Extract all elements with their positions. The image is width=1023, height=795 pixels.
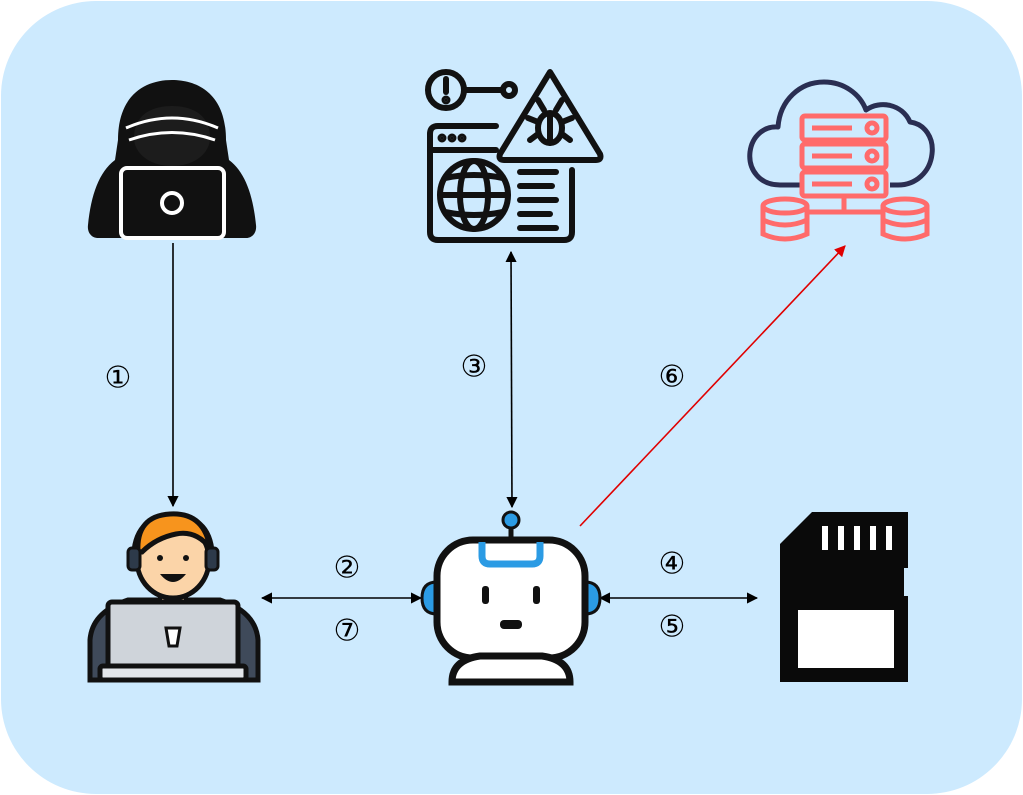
robot-agent-icon — [420, 510, 602, 686]
step-label-1: ① — [105, 361, 132, 396]
hooded-hacker-icon — [87, 80, 257, 240]
step-label-2: ② — [334, 551, 361, 586]
edge-ai-agent-malicious-site — [505, 250, 518, 509]
edge-ai-agent-to-cloud-server — [579, 245, 846, 527]
malicious-webpage-with-bug-icon — [425, 69, 604, 243]
step-label-7: ⑦ — [334, 614, 361, 649]
step-label-5: ⑤ — [659, 610, 686, 645]
user-at-laptop-icon — [87, 511, 261, 683]
step-label-6: ⑥ — [659, 360, 686, 395]
step-label-3: ③ — [461, 350, 488, 385]
cloud-database-server-icon — [747, 79, 935, 242]
sd-card-icon — [780, 512, 908, 682]
step-label-4: ④ — [659, 547, 686, 582]
